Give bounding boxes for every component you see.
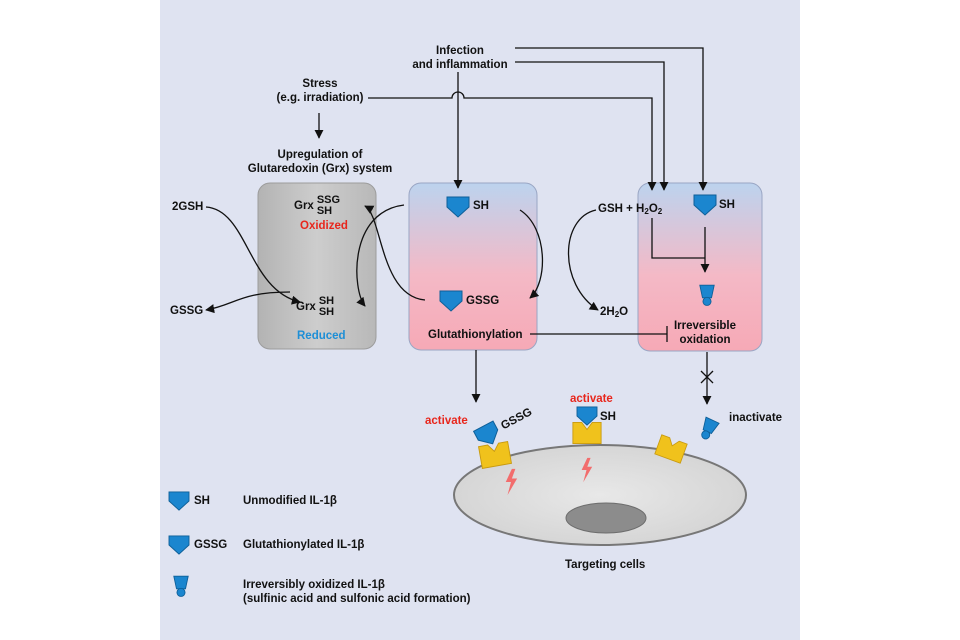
legend-gssg-icon	[168, 535, 190, 555]
inactivate-label: inactivate	[729, 412, 783, 424]
gsh-label: 2GSH	[172, 201, 204, 213]
legend-sh-icon	[168, 491, 190, 511]
input-arrows	[314, 47, 708, 191]
legend-oxidized-text: Irreversibly oxidized IL-1β(sulfinic aci…	[243, 579, 471, 605]
gsh-h2o2-label: GSH + H2O2	[598, 203, 663, 216]
right-sh-label: SH	[719, 199, 735, 211]
outcome-arrows	[471, 350, 714, 405]
gssg-label: GSSG	[170, 305, 204, 317]
mid-gssg-label: GSSG	[466, 295, 500, 307]
legend-gssg-tag: GSSG	[194, 539, 228, 551]
legend-sh-tag: SH	[194, 495, 210, 507]
activate-mid-label: activate	[570, 393, 613, 405]
grx-cycle-arrows	[205, 204, 426, 314]
targeting-cells-label: Targeting cells	[565, 559, 646, 571]
mid-sh-label: SH	[473, 200, 489, 212]
activate-left-label: activate	[425, 415, 468, 427]
legend-oxidized-icon	[173, 575, 189, 597]
reduced-label: Reduced	[297, 330, 346, 342]
free-oxidized-il1b-icon	[697, 416, 720, 443]
legend-gssg-text: Glutathionylated IL-1β	[243, 539, 365, 551]
glutathionylation-label: Glutathionylation	[428, 329, 523, 341]
bound-sh-label: SH	[600, 411, 616, 423]
legend-sh-text: Unmodified IL-1β	[243, 495, 337, 507]
water-label: 2H2O	[600, 306, 629, 319]
oxidized-label: Oxidized	[300, 220, 348, 232]
target-cell	[453, 444, 747, 546]
glutathionylation-arrows	[519, 209, 599, 311]
inhibition-line	[530, 326, 668, 342]
cell-nucleus	[565, 502, 647, 534]
receptor-left-icon	[478, 441, 512, 469]
glutathionylation-box	[408, 182, 538, 351]
stress-label: Stress(e.g. irradiation)	[276, 78, 364, 104]
oxidation-arrows	[651, 218, 710, 273]
